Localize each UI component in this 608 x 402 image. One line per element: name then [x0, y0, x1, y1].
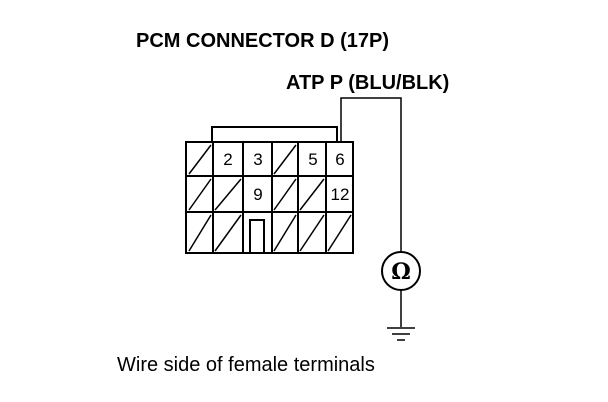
terminal-12: 12: [331, 185, 350, 204]
terminal-5: 5: [308, 150, 317, 169]
hatch-r3c4: [273, 214, 297, 252]
hatch-r2c2: [214, 178, 242, 211]
ohmmeter-icon: Ω: [381, 251, 421, 291]
connector-key-slot: [249, 219, 265, 254]
hatch-r3c5: [299, 214, 325, 252]
terminal-3: 3: [253, 150, 262, 169]
unused-cavity-hatches: [188, 144, 352, 252]
connector-body: [185, 126, 354, 254]
hatch-r3c1: [188, 214, 212, 252]
diagram-caption: Wire side of female terminals: [117, 354, 375, 376]
connector-title: PCM CONNECTOR D (17P): [136, 30, 389, 52]
connector-frame: [185, 141, 354, 254]
hatch-r3c2: [214, 214, 242, 252]
terminal-6: 6: [335, 150, 344, 169]
signal-wire-label: ATP P (BLU/BLK): [286, 72, 449, 94]
ground-icon: [387, 327, 415, 341]
connector-lock-tab: [211, 126, 338, 142]
terminal-numbers: 2 3 5 6 9 12: [223, 150, 349, 204]
ohm-symbol: Ω: [391, 259, 411, 285]
hatch-r2c4: [273, 178, 297, 211]
hatch-r2c1: [188, 178, 212, 211]
hatch-r3c6: [327, 214, 352, 252]
hatch-r2c5: [299, 178, 325, 211]
hatch-r1c4: [273, 144, 297, 175]
test-lead-wire: [340, 97, 402, 251]
hatch-r1c1: [188, 144, 212, 175]
terminal-2: 2: [223, 150, 232, 169]
terminal-9: 9: [253, 185, 262, 204]
